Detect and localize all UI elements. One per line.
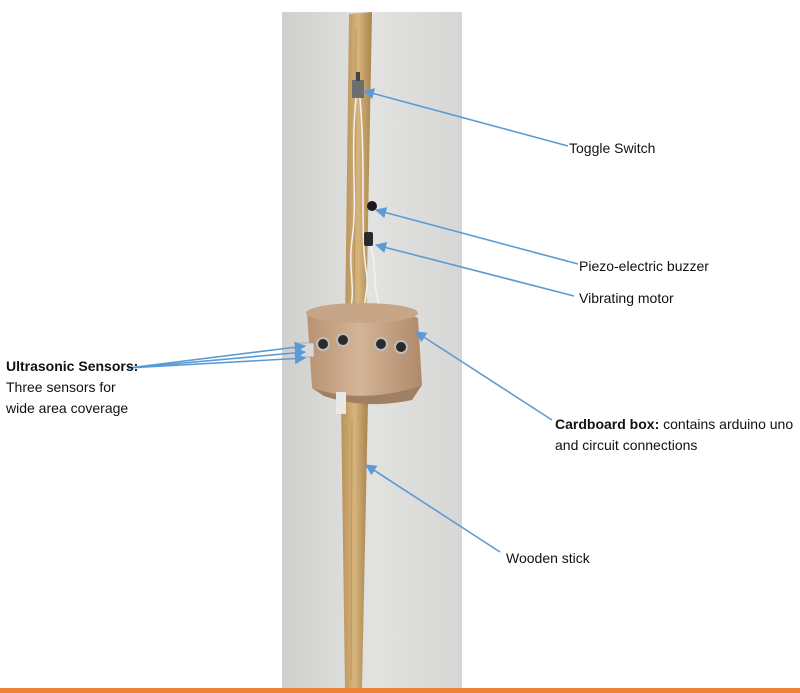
- arrow-motor: [374, 242, 575, 297]
- label-sensors-line2: wide area coverage: [6, 400, 129, 416]
- arrow-sensor-3: [127, 352, 307, 369]
- arrow-buzzer: [374, 207, 579, 265]
- label-sensors-line1: Three sensors for: [6, 379, 116, 395]
- arrow-box: [415, 331, 553, 421]
- cardboard-box: [306, 303, 422, 414]
- arrow-stick: [365, 464, 501, 553]
- bottom-accent-rule: [0, 688, 800, 693]
- label-box-desc2: and circuit connections: [555, 437, 698, 453]
- arrow-sensor-1: [127, 341, 307, 369]
- label-cardboard-box: Cardboard box: contains arduino uno and …: [555, 414, 793, 456]
- label-box-title: Cardboard box:: [555, 416, 660, 432]
- motor-part: [364, 232, 373, 246]
- label-buzzer: Piezo-electric buzzer: [579, 258, 709, 274]
- label-box-desc1: contains arduino uno: [659, 416, 794, 432]
- arrow-sensor-2: [127, 347, 307, 369]
- label-sensors: Ultrasonic Sensors: Three sensors for wi…: [6, 356, 138, 419]
- label-sensors-title: Ultrasonic Sensors:: [6, 358, 139, 374]
- buzzer-part: [367, 201, 377, 211]
- label-wooden-stick: Wooden stick: [506, 550, 590, 566]
- toggle-switch-part: [352, 72, 364, 98]
- arrow-toggle-switch: [362, 88, 569, 147]
- annotation-arrows: [127, 88, 579, 553]
- label-toggle-switch: Toggle Switch: [569, 140, 656, 156]
- label-motor: Vibrating motor: [579, 290, 674, 306]
